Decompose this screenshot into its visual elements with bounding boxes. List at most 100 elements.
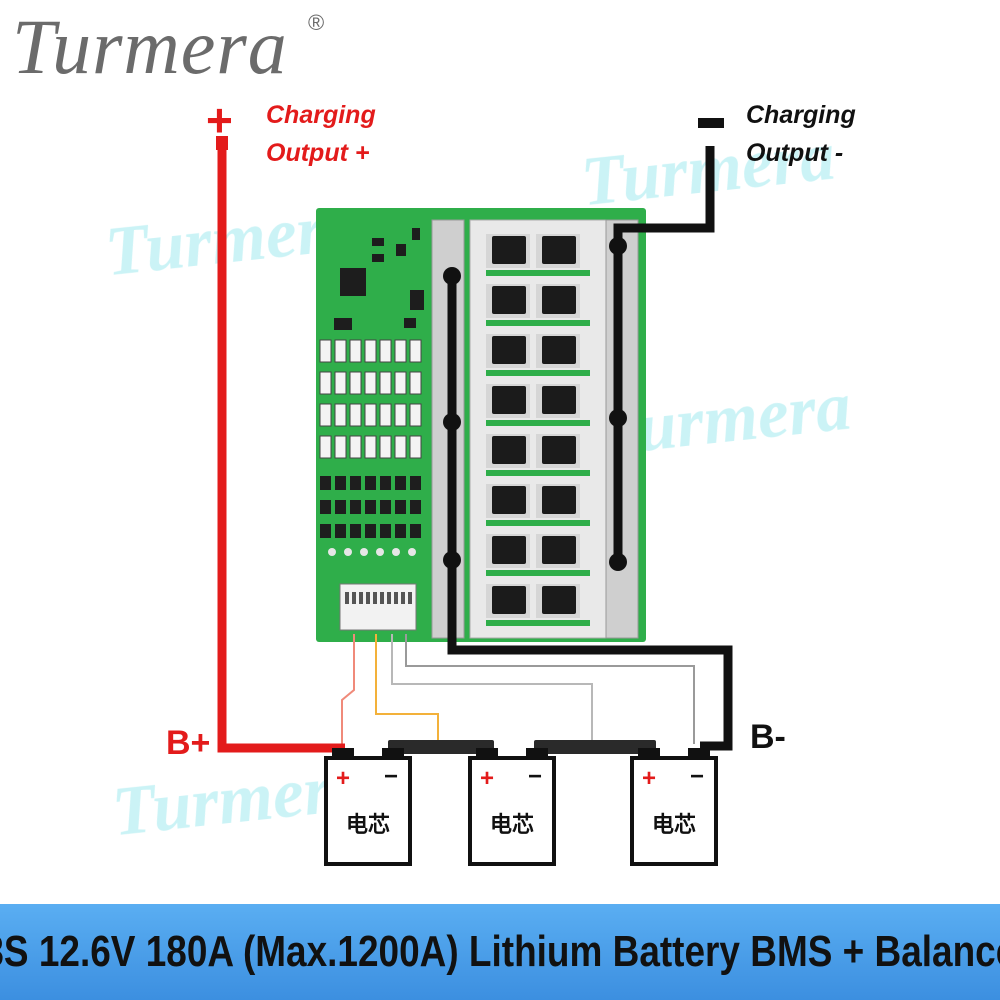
connector-pin bbox=[394, 592, 398, 604]
mosfet bbox=[492, 436, 526, 464]
smd-component bbox=[350, 476, 361, 490]
cell-plus-sign: + bbox=[336, 765, 350, 792]
smd-component bbox=[365, 524, 376, 538]
product-title: 3S 12.6V 180A (Max.1200A) Lithium Batter… bbox=[0, 927, 1000, 976]
smd-component bbox=[350, 500, 361, 514]
cell-positive-terminal bbox=[638, 748, 660, 758]
pcb-trace bbox=[486, 520, 590, 526]
resistor bbox=[349, 403, 362, 427]
cell-plus-sign: + bbox=[480, 765, 494, 792]
connector-pin bbox=[387, 592, 391, 604]
mosfet bbox=[542, 486, 576, 514]
label-line: Output + bbox=[266, 139, 370, 167]
resistor bbox=[319, 403, 332, 427]
pcb-trace bbox=[486, 570, 590, 576]
cell-minus-sign: − bbox=[690, 763, 704, 790]
smd-component bbox=[395, 500, 406, 514]
label-line: Charging bbox=[746, 101, 856, 129]
smd-component bbox=[380, 476, 391, 490]
charging-output-positive-label: Charging Output + bbox=[266, 96, 376, 172]
cell-negative-terminal bbox=[688, 748, 710, 758]
mosfet bbox=[542, 386, 576, 414]
resistor bbox=[334, 403, 347, 427]
test-pad bbox=[376, 548, 384, 556]
resistor bbox=[364, 371, 377, 395]
product-title-banner: 3S 12.6V 180A (Max.1200A) Lithium Batter… bbox=[0, 904, 1000, 1000]
balance-wire-4 bbox=[405, 634, 695, 744]
cell-plus-sign: + bbox=[642, 765, 656, 792]
label-line: Charging bbox=[266, 101, 376, 129]
resistor bbox=[349, 339, 362, 363]
resistor bbox=[379, 371, 392, 395]
balance-wire-3 bbox=[391, 634, 593, 744]
negative-wire bbox=[447, 146, 733, 751]
resistor bbox=[409, 371, 422, 395]
balance-wires bbox=[341, 634, 695, 748]
cell-positive-terminal bbox=[476, 748, 498, 758]
label-line: Output - bbox=[746, 139, 844, 167]
mosfet bbox=[542, 286, 576, 314]
connector-pin bbox=[366, 592, 370, 604]
pcb-trace bbox=[486, 370, 590, 376]
cell-body bbox=[324, 756, 412, 866]
cell-body bbox=[468, 756, 556, 866]
pcb-components-top bbox=[334, 228, 424, 330]
smd-component bbox=[335, 476, 346, 490]
mosfet-array bbox=[486, 234, 590, 626]
cell-negative-terminal bbox=[382, 748, 404, 758]
mosfet bbox=[492, 536, 526, 564]
smd-component bbox=[410, 476, 421, 490]
test-pad bbox=[328, 548, 336, 556]
cell-positive-terminal bbox=[332, 748, 354, 758]
battery-cell: +−电芯 bbox=[468, 748, 556, 866]
pcb-trace bbox=[486, 320, 590, 326]
connector-pin bbox=[373, 592, 377, 604]
smd-component bbox=[365, 476, 376, 490]
b-plus-label: B+ bbox=[166, 724, 211, 762]
positive-wire bbox=[216, 136, 345, 753]
mosfet bbox=[492, 336, 526, 364]
resistor bbox=[409, 435, 422, 459]
resistor bbox=[334, 435, 347, 459]
mosfet bbox=[492, 286, 526, 314]
mosfet bbox=[542, 586, 576, 614]
cell-link-1-2 bbox=[388, 740, 494, 754]
wire-joints bbox=[443, 237, 627, 571]
smd-component bbox=[410, 524, 421, 538]
connector-pin bbox=[408, 592, 412, 604]
connector-pin bbox=[352, 592, 356, 604]
battery-cell: +−电芯 bbox=[324, 748, 412, 866]
test-pad bbox=[392, 548, 400, 556]
battery-cells: +−电芯+−电芯+−电芯 bbox=[324, 748, 718, 866]
resistor bbox=[379, 339, 392, 363]
test-pad bbox=[408, 548, 416, 556]
resistor bbox=[319, 371, 332, 395]
mosfet bbox=[492, 236, 526, 264]
test-pad bbox=[344, 548, 352, 556]
smd-component bbox=[380, 524, 391, 538]
resistor bbox=[379, 403, 392, 427]
resistor bbox=[319, 435, 332, 459]
cell-minus-sign: − bbox=[384, 763, 398, 790]
connector-pin bbox=[401, 592, 405, 604]
cell-minus-sign: − bbox=[528, 763, 542, 790]
resistor bbox=[409, 339, 422, 363]
cell-negative-terminal bbox=[526, 748, 548, 758]
connector-pin bbox=[380, 592, 384, 604]
pcb-trace bbox=[486, 270, 590, 276]
mosfet bbox=[542, 236, 576, 264]
cell-body bbox=[630, 756, 718, 866]
mosfet bbox=[492, 586, 526, 614]
smd-component bbox=[335, 500, 346, 514]
pcb-board bbox=[316, 208, 646, 642]
cell-links bbox=[388, 740, 656, 754]
mosfet bbox=[492, 486, 526, 514]
resistor bbox=[394, 339, 407, 363]
resistor bbox=[319, 339, 332, 363]
resistor bbox=[409, 403, 422, 427]
test-pad bbox=[360, 548, 368, 556]
cell-link-2-3 bbox=[534, 740, 656, 754]
connector-pins bbox=[345, 592, 412, 604]
smd-component bbox=[395, 476, 406, 490]
